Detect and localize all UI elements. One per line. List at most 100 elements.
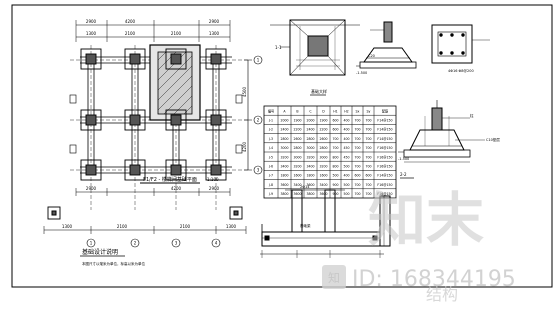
table-cell: 3200: [280, 155, 288, 159]
table-cell: F14@150: [377, 128, 392, 132]
watermark-logo-text: 知末: [368, 186, 484, 254]
table-cell: J-2: [268, 128, 273, 132]
column-rebar-note: 4Φ16 Φ8@200: [448, 69, 474, 73]
table-cell: 500: [343, 183, 349, 187]
axis-bottom-4: 4: [215, 241, 218, 246]
table-cell: 3000: [319, 155, 327, 159]
table-cell: J-3: [268, 137, 273, 141]
table-cell: F14@150: [377, 118, 392, 122]
table-cell: 400: [343, 128, 349, 132]
table-cell: 3600: [319, 192, 327, 196]
axis-right-2: 2: [257, 118, 260, 123]
table-header-cell: Sx: [356, 109, 360, 113]
table-cell: 400: [343, 174, 349, 178]
table-cell: 450: [343, 146, 349, 150]
table-cell: 700: [354, 155, 360, 159]
table-cell: 2800: [280, 137, 288, 141]
plan-scale: 1:100: [207, 177, 219, 182]
table-cell: F14@150: [377, 174, 392, 178]
dim-bottom-b-3: 1300: [226, 224, 237, 229]
table-cell: 700: [365, 128, 371, 132]
table-cell: 700: [365, 137, 371, 141]
table-cell: 3800: [306, 192, 314, 196]
table-cell: J-6: [268, 164, 273, 168]
table-cell: 700: [354, 118, 360, 122]
dim-bottom-a-0: 2900: [86, 186, 97, 191]
table-cell: 400: [343, 118, 349, 122]
table-cell: 3200: [319, 164, 327, 168]
table-cell: 600: [365, 174, 371, 178]
plan-dimensions: 2900 4200 2900 1300 2100 2100 1300 2900 …: [62, 19, 260, 266]
footing-detail-caption: 基础大样: [311, 88, 327, 94]
table-cell: 400: [343, 137, 349, 141]
table-cell: J-5: [268, 155, 273, 159]
table-cell: F16@150: [377, 146, 392, 150]
section-2-caption: 2-2: [400, 172, 407, 177]
table-cell: F16@150: [377, 192, 392, 196]
table-cell: 3400: [319, 183, 327, 187]
dim-bottom-a-1: 4200: [171, 186, 182, 191]
dim-top-b-0: 1300: [86, 31, 97, 36]
elev-label-1: -1.500: [356, 71, 367, 75]
table-cell: 2000: [280, 118, 288, 122]
table-cell: 2800: [293, 146, 301, 150]
table-cell: 600: [354, 174, 360, 178]
footing-section-2: [398, 100, 485, 163]
table-cell: 700: [365, 192, 371, 196]
table-cell: 3400: [306, 164, 314, 168]
dim-top-b-1: 2100: [125, 31, 136, 36]
column-detail: [431, 24, 490, 64]
table-header-cell: Sy: [367, 109, 371, 113]
table-cell: 2800: [306, 137, 314, 141]
tie-beam-label: 基础梁: [300, 223, 311, 228]
dim-top-a-0: 2900: [86, 19, 97, 24]
elev-label-2: -1.500: [398, 157, 409, 161]
table-cell: 3800: [280, 192, 288, 196]
table-cell: 800: [332, 164, 338, 168]
table-header-cell: D: [322, 109, 325, 113]
table-header-cell: 配筋: [382, 108, 388, 113]
watermark-logo-glyph: 知: [328, 271, 340, 285]
watermark-id: ID: 168344195: [352, 267, 516, 292]
axis-bottom-2: 2: [134, 241, 137, 246]
drawing-frame: [11, 4, 553, 288]
table-cell: 450: [343, 155, 349, 159]
dim-right-0: 4500: [242, 86, 247, 97]
axis-right-1: 1: [257, 58, 260, 63]
table-cell: 2200: [319, 128, 327, 132]
tie-beam-section: [260, 189, 391, 258]
dim-top-a-2: 2900: [209, 19, 220, 24]
dim-bottom-b-0: 1300: [62, 224, 73, 229]
table-header-cell: 编号: [268, 108, 274, 113]
table-cell: 3200: [306, 155, 314, 159]
table-cell: 700: [365, 146, 371, 150]
table-header-cell: B: [296, 109, 298, 113]
table-cell: 700: [354, 146, 360, 150]
detail-section-mark: 1-1: [275, 45, 282, 50]
table-header-cell: H1: [333, 109, 337, 113]
dim-top-a-1: 4200: [125, 19, 136, 24]
table-cell: 2200: [293, 128, 301, 132]
table-cell: 2600: [293, 137, 301, 141]
table-cell: 3400: [280, 164, 288, 168]
table-header-cell: C: [309, 109, 312, 113]
notes-title: 基础设计说明: [82, 248, 118, 256]
footing-section-1: [356, 21, 417, 69]
notes-text: 本图尺寸以毫米为单位，标高以米为单位: [82, 261, 145, 266]
table-cell: 700: [354, 164, 360, 168]
concrete-label-2: C10垫层: [486, 137, 500, 142]
footing-detail-plan: [270, 19, 360, 76]
table-cell: F14@150: [377, 137, 392, 141]
watermark: 知末 知 ID: 168344195 结构: [322, 186, 516, 304]
table-header-cell: H2: [344, 109, 348, 113]
watermark-suffix: 结构: [426, 285, 458, 304]
dim-top-b-3: 1300: [209, 31, 220, 36]
table-cell: 500: [343, 164, 349, 168]
watermark-logo-icon: [322, 265, 346, 289]
plan-caption: F1/F2 - 楼梯间基础平面: [143, 176, 197, 183]
table-cell: 3600: [306, 183, 314, 187]
table-cell: 500: [343, 192, 349, 196]
concrete-label-1: C20: [368, 54, 375, 58]
